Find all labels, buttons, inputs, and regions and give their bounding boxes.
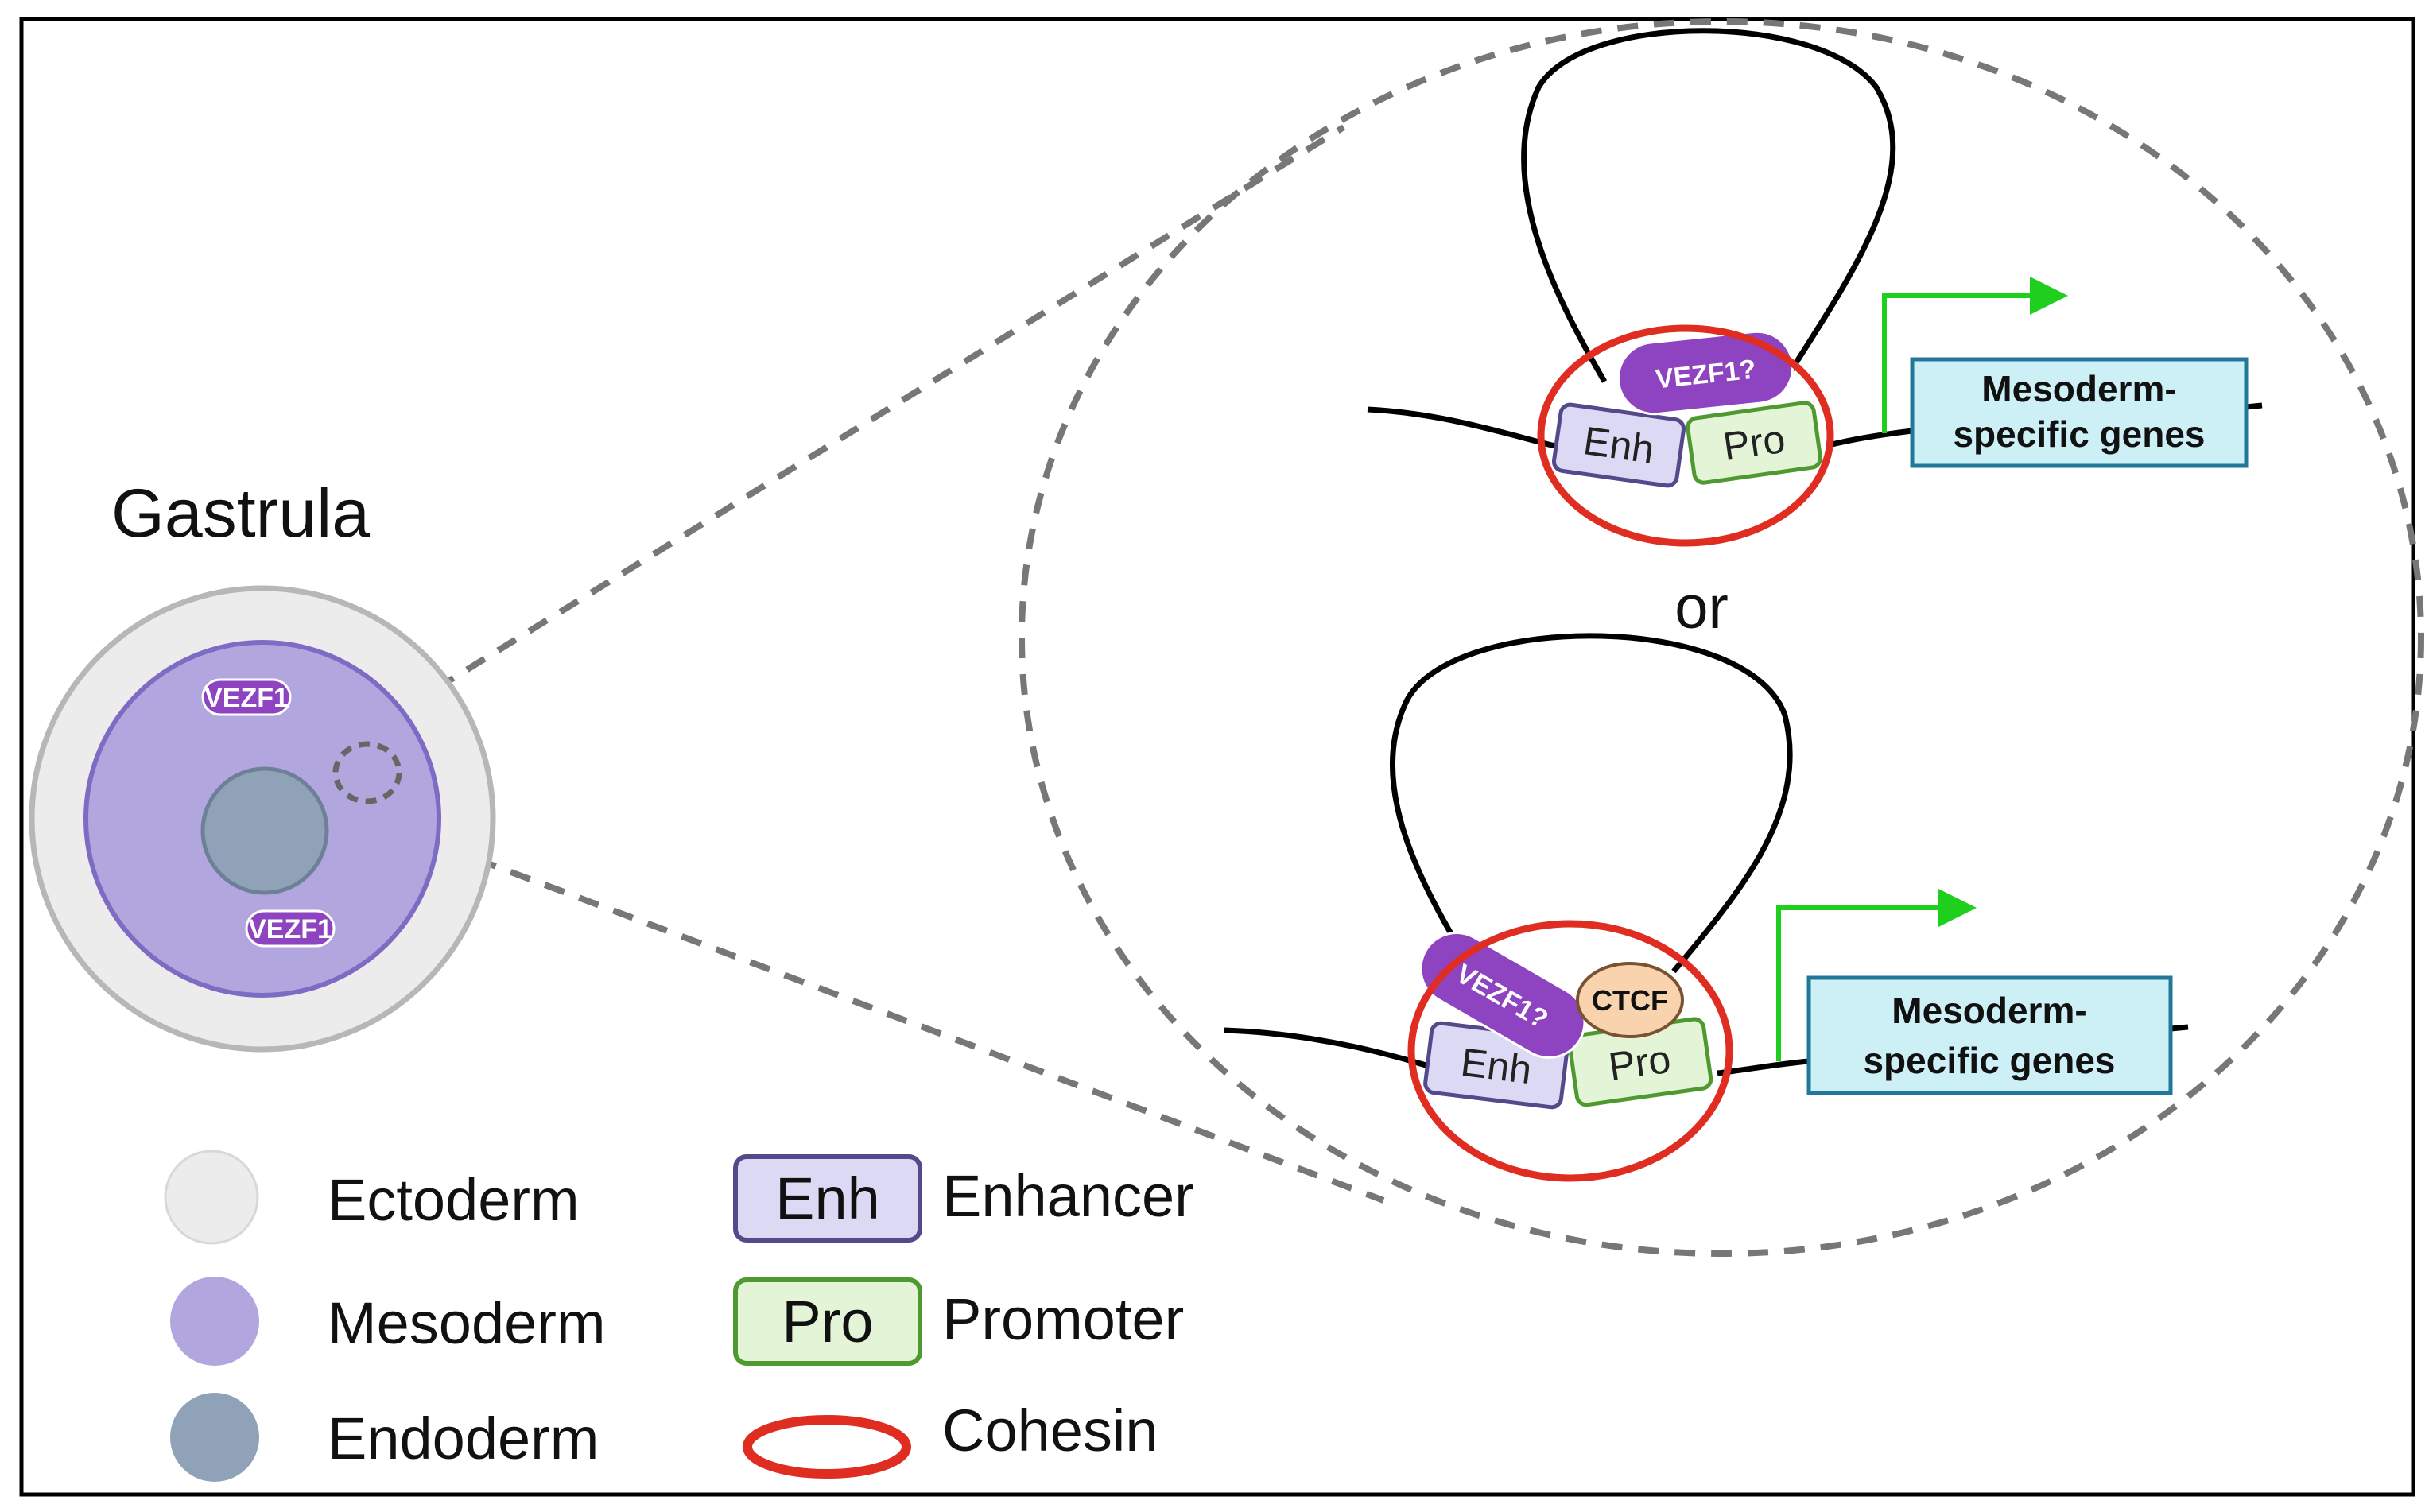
lower-ctcf-factor: CTCF bbox=[1576, 962, 1684, 1038]
lower-model: Enh Pro VEZF1? CTCF Mesoderm- specific g… bbox=[1224, 633, 2189, 1182]
lower-promoter-box: Pro bbox=[1567, 1017, 1713, 1107]
lower-dna-left bbox=[1224, 1027, 1433, 1070]
or-connector: or bbox=[1674, 574, 1729, 642]
upper-chromatin-loop bbox=[1521, 28, 1896, 383]
upper-gene-line2: specific genes bbox=[1953, 413, 2205, 455]
vezf1-badge-bottom: VEZF1 bbox=[245, 909, 336, 948]
upper-enhancer-label: Enh bbox=[1581, 418, 1657, 472]
lower-gene-line1: Mesoderm- bbox=[1892, 990, 2086, 1031]
upper-transcription-arrow bbox=[1882, 277, 2068, 433]
zoom-guide-lines bbox=[371, 124, 1385, 1204]
lower-chromatin-loop bbox=[1389, 633, 1793, 974]
upper-promoter-box: Pro bbox=[1686, 401, 1823, 485]
lower-gene-box bbox=[1806, 975, 2173, 1095]
endoderm-core bbox=[200, 766, 329, 895]
upper-promoter-label: Pro bbox=[1721, 417, 1788, 469]
upper-gene-line1: Mesoderm- bbox=[1981, 368, 2176, 409]
legend-enhancer-box-label: Enh bbox=[775, 1165, 880, 1231]
gastrula-cell: VEZF1 VEZF1 bbox=[29, 585, 496, 1053]
upper-cohesin-ring bbox=[1537, 324, 1834, 547]
gastrula-title: Gastrula bbox=[111, 475, 370, 552]
upper-gene-box bbox=[1910, 357, 2249, 468]
lower-promoter-label: Pro bbox=[1606, 1037, 1674, 1089]
legend-endoderm-label: Endoderm bbox=[328, 1405, 599, 1471]
legend-ectoderm-swatch bbox=[164, 1150, 259, 1245]
lower-gene-line2: specific genes bbox=[1863, 1040, 2115, 1081]
upper-vezf1-factor: VEZF1? bbox=[1616, 330, 1795, 416]
legend-mesoderm-label: Mesoderm bbox=[328, 1290, 606, 1356]
lower-transcription-arrow bbox=[1776, 889, 1977, 1061]
upper-dna-right bbox=[1828, 428, 1913, 448]
lower-ctcf-label: CTCF bbox=[1592, 984, 1668, 1017]
legend-mesoderm-swatch bbox=[170, 1277, 259, 1366]
zoom-ellipse bbox=[1019, 18, 2424, 1257]
legend-endoderm-swatch bbox=[170, 1393, 259, 1482]
legend: Ectoderm Mesoderm Endoderm Enh Enhancer … bbox=[164, 1150, 1194, 1482]
vezf1-label-top: VEZF1 bbox=[204, 683, 289, 713]
legend-cohesin-label: Cohesin bbox=[942, 1398, 1158, 1464]
upper-enhancer-box: Enh bbox=[1551, 402, 1686, 488]
vezf1-label-bottom: VEZF1 bbox=[248, 914, 332, 944]
lower-dna-end bbox=[2170, 1024, 2189, 1032]
zoom-region-marker bbox=[332, 741, 402, 804]
upper-dna-end bbox=[2245, 402, 2263, 410]
lower-cohesin-ring bbox=[1407, 920, 1733, 1182]
vezf1-badge-top: VEZF1 bbox=[201, 678, 292, 716]
upper-model: Enh Pro VEZF1? Mesoderm- specific genes bbox=[1367, 28, 2263, 547]
legend-ectoderm-label: Ectoderm bbox=[328, 1167, 580, 1233]
legend-promoter-label: Promoter bbox=[942, 1286, 1184, 1352]
legend-cohesin-swatch bbox=[743, 1415, 911, 1479]
legend-enhancer-swatch bbox=[733, 1154, 922, 1243]
legend-promoter-box-label: Pro bbox=[782, 1289, 873, 1355]
legend-enhancer-label: Enhancer bbox=[942, 1163, 1194, 1229]
legend-promoter-swatch bbox=[733, 1277, 922, 1366]
